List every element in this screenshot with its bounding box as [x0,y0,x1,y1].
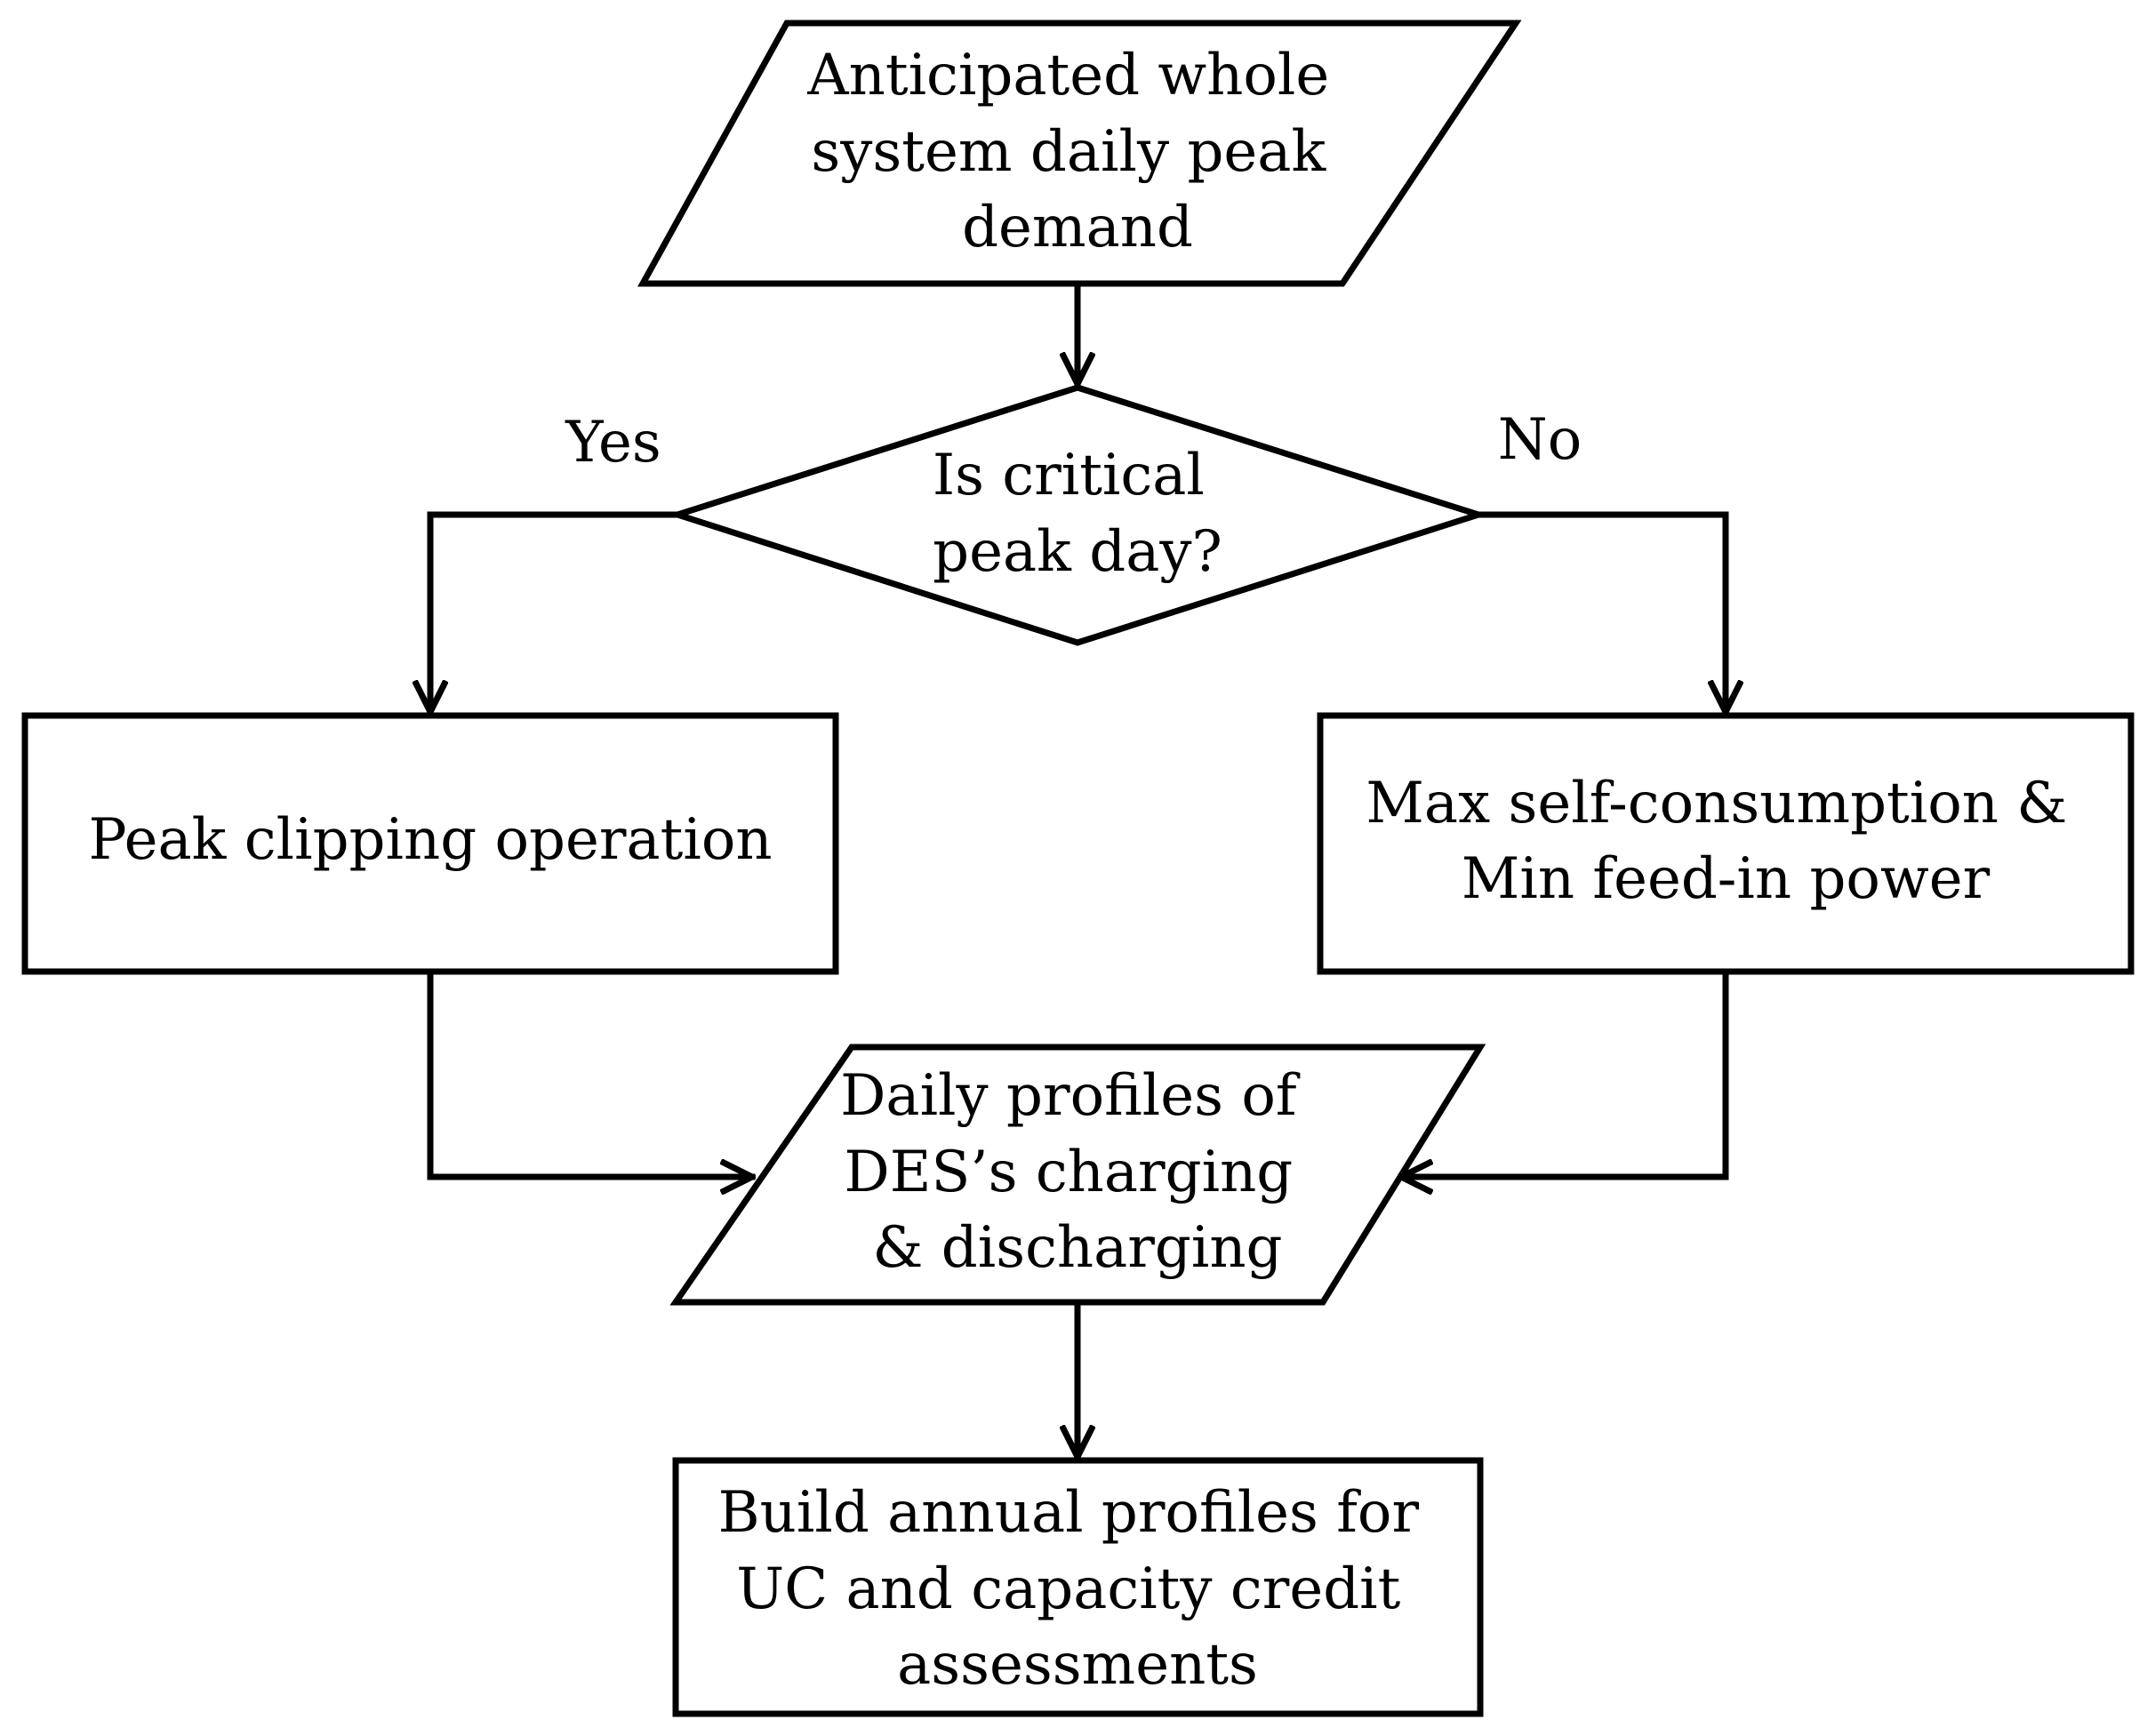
daily-profiles-label-line: DES’s charging [844,1140,1293,1205]
start-node: Anticipated whole system daily peak dema… [637,20,1522,287]
start-label-line: system daily peak [811,119,1326,185]
no-branch-label: No [1498,407,1582,473]
yes-branch-label: Yes [565,410,661,476]
self-consumption-label-line: Min feed-in power [1462,846,1991,912]
self-consumption-node: Max self-consumption & Min feed-in power [1317,712,2135,975]
daily-profiles-parallelogram [669,1044,1486,1306]
decision-label-line: peak day? [933,519,1222,585]
annual-profiles-label: Build annual profiles for UC and capacit… [718,1480,1438,1698]
arrow-no-to-self-consumption [1475,511,1726,712]
arrow-peak-clipping-to-daily-profiles [427,968,752,1177]
self-consumption-label-line: Max self-consumption & [1366,771,2067,836]
self-consumption-box [1317,712,2135,975]
start-label-line: Anticipated whole [806,43,1329,108]
annual-profiles-label-line: Build annual profiles for [718,1480,1420,1546]
arrow-self-consumption-to-daily-profiles [1401,968,1729,1177]
peak-clipping-label-line: Peak clipping operation [88,807,772,873]
annual-profiles-box [672,1457,1484,1717]
self-consumption-label: Max self-consumption & Min feed-in power [1366,771,2085,912]
decision-label-line: Is critical [933,443,1205,508]
arrow-yes-to-peak-clipping [430,511,681,712]
peak-clipping-node: Peak clipping operation [21,712,839,975]
daily-profiles-node: Daily profiles of DES’s charging & disch… [669,1044,1486,1306]
daily-profiles-label: Daily profiles of DES’s charging & disch… [840,1063,1315,1281]
start-label: Anticipated whole system daily peak dema… [806,43,1347,260]
decision-diamond [667,384,1489,646]
annual-profiles-node: Build annual profiles for UC and capacit… [672,1457,1484,1717]
peak-clipping-label: Peak clipping operation [88,807,772,873]
start-parallelogram [637,20,1522,287]
decision-label: Is critical peak day? [933,443,1222,585]
annual-profiles-label-line: UC and capacity credit [736,1556,1400,1622]
annual-profiles-label-line: assessments [897,1632,1258,1698]
daily-profiles-label-line: Daily profiles of [840,1063,1301,1129]
start-label-line: demand [962,195,1193,260]
decision-node: Is critical peak day? [667,384,1489,646]
daily-profiles-label-line: & discharging [872,1215,1282,1281]
